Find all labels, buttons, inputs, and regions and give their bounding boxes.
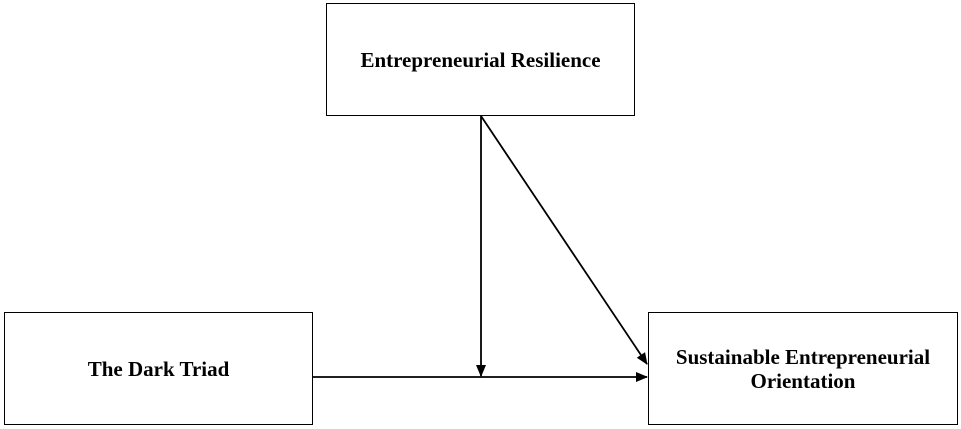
node-entrepreneurial-resilience: Entrepreneurial Resilience [326,3,635,116]
node-label: The Dark Triad [87,356,230,381]
node-label: Sustainable Entrepreneurial Orientation [675,344,931,393]
node-sustainable-entrepreneurial-orientation: Sustainable Entrepreneurial Orientation [648,312,958,425]
arrow-resilience-to-seo [480,115,648,365]
node-label: Entrepreneurial Resilience [360,47,601,72]
node-dark-triad: The Dark Triad [4,312,313,425]
